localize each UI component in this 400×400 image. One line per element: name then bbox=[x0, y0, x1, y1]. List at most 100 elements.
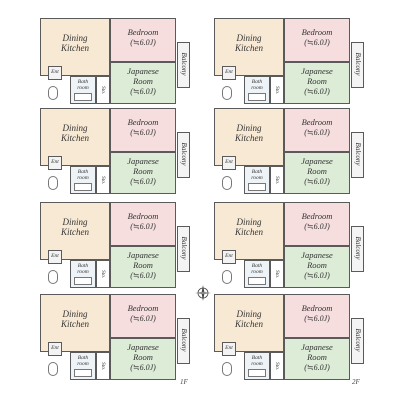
storage bbox=[96, 260, 110, 288]
storage-label: Sto. bbox=[274, 361, 281, 371]
entrance bbox=[222, 66, 236, 80]
entrance bbox=[48, 66, 62, 80]
japanese-room bbox=[284, 62, 350, 104]
storage-label: Sto. bbox=[274, 175, 281, 185]
bathtub bbox=[248, 93, 266, 101]
bathtub bbox=[248, 183, 266, 191]
floor-label-2f: 2F bbox=[352, 378, 360, 386]
storage-label: Sto. bbox=[100, 85, 107, 95]
entrance-label: Ent bbox=[51, 159, 59, 165]
floor-label-1f: 1F bbox=[180, 378, 188, 386]
bedroom-label: Bedroom(≒6.0J) bbox=[301, 117, 333, 137]
compass-rose-icon bbox=[195, 285, 211, 301]
bedroom bbox=[284, 294, 350, 338]
toilet bbox=[48, 86, 58, 100]
japanese-room bbox=[284, 338, 350, 380]
bedroom-label: Bedroom(≒6.0J) bbox=[127, 27, 159, 47]
entrance-label: Ent bbox=[225, 159, 233, 165]
japanese-room bbox=[110, 62, 176, 104]
storage bbox=[270, 76, 284, 104]
bedroom bbox=[284, 202, 350, 246]
storage bbox=[270, 166, 284, 194]
balcony bbox=[351, 318, 364, 364]
balcony bbox=[351, 226, 364, 272]
bedroom bbox=[110, 108, 176, 152]
bathtub bbox=[74, 183, 92, 191]
storage bbox=[96, 352, 110, 380]
bathtub bbox=[248, 369, 266, 377]
bedroom-label: Bedroom(≒6.0J) bbox=[127, 303, 159, 323]
entrance-label: Ent bbox=[51, 69, 59, 75]
japanese-room bbox=[284, 246, 350, 288]
balcony bbox=[177, 226, 190, 272]
toilet bbox=[48, 176, 58, 190]
balcony-label: Balcony bbox=[354, 142, 363, 166]
balcony bbox=[351, 132, 364, 178]
entrance-label: Ent bbox=[51, 253, 59, 259]
entrance-label: Ent bbox=[51, 345, 59, 351]
bedroom bbox=[110, 18, 176, 62]
storage bbox=[270, 260, 284, 288]
bedroom-label: Bedroom(≒6.0J) bbox=[301, 27, 333, 47]
bedroom-label: Bedroom(≒6.0J) bbox=[301, 211, 333, 231]
storage bbox=[96, 76, 110, 104]
japanese-room bbox=[110, 152, 176, 194]
bedroom-label: Bedroom(≒6.0J) bbox=[301, 303, 333, 323]
bedroom bbox=[284, 108, 350, 152]
bathtub bbox=[74, 369, 92, 377]
balcony-label: Balcony bbox=[180, 236, 189, 260]
toilet bbox=[222, 362, 232, 376]
entrance bbox=[222, 342, 236, 356]
japanese-room bbox=[284, 152, 350, 194]
bedroom-label: Bedroom(≒6.0J) bbox=[127, 117, 159, 137]
toilet bbox=[48, 270, 58, 284]
entrance-label: Ent bbox=[225, 345, 233, 351]
bathtub bbox=[74, 93, 92, 101]
balcony bbox=[177, 132, 190, 178]
bedroom-label: Bedroom(≒6.0J) bbox=[127, 211, 159, 231]
toilet bbox=[222, 176, 232, 190]
bedroom bbox=[284, 18, 350, 62]
storage-label: Sto. bbox=[274, 269, 281, 279]
storage-label: Sto. bbox=[100, 175, 107, 185]
balcony-label: Balcony bbox=[354, 52, 363, 76]
balcony bbox=[177, 42, 190, 88]
storage-label: Sto. bbox=[100, 269, 107, 279]
japanese-room bbox=[110, 338, 176, 380]
entrance bbox=[222, 250, 236, 264]
toilet bbox=[48, 362, 58, 376]
toilet bbox=[222, 270, 232, 284]
balcony-label: Balcony bbox=[180, 142, 189, 166]
balcony bbox=[177, 318, 190, 364]
balcony-label: Balcony bbox=[180, 52, 189, 76]
bathtub bbox=[248, 277, 266, 285]
